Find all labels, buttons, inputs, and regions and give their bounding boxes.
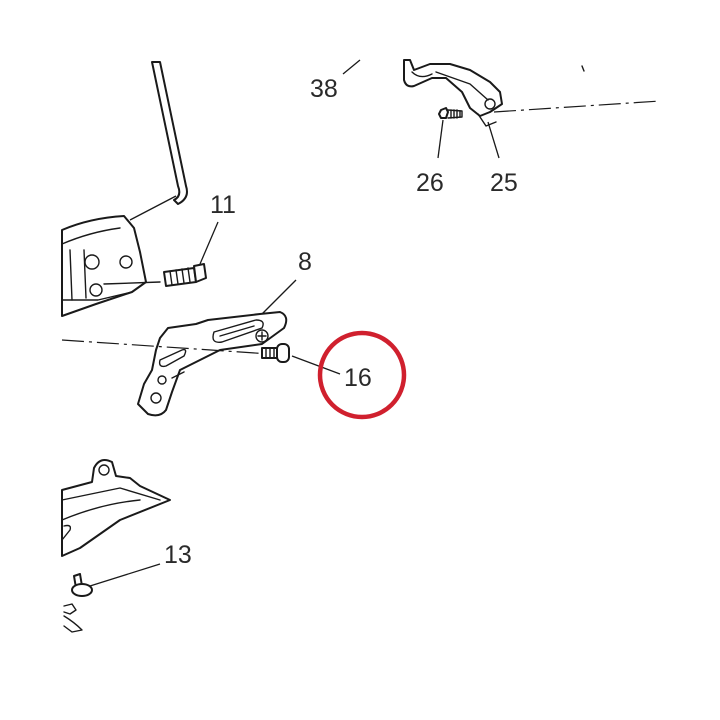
part-11-screw xyxy=(163,263,207,287)
callout-16: 16 xyxy=(344,364,372,392)
leader-26 xyxy=(437,119,444,159)
callout-26: 26 xyxy=(416,169,444,197)
part-25-bracket xyxy=(403,59,503,127)
callout-25: 25 xyxy=(490,169,518,197)
callout-8: 8 xyxy=(298,248,312,276)
edge-mark xyxy=(581,65,585,72)
leader-16 xyxy=(291,355,341,375)
callout-13: 13 xyxy=(164,541,192,569)
part-16-screw xyxy=(261,343,290,363)
highlight-circle xyxy=(317,330,407,420)
centerline-top xyxy=(493,100,661,113)
part-13-screw xyxy=(71,573,93,597)
leader-25 xyxy=(487,121,500,159)
part-26-bolt xyxy=(438,107,463,119)
leader-cable xyxy=(129,195,177,221)
leader-13 xyxy=(89,563,161,587)
leader-11 xyxy=(199,221,219,265)
callout-38: 38 xyxy=(310,75,338,103)
clip-outline xyxy=(63,603,83,633)
part-8-bracket xyxy=(137,311,288,417)
lower-panel xyxy=(61,459,171,557)
leader-8 xyxy=(261,279,297,315)
leader-38 xyxy=(342,59,361,75)
callout-11: 11 xyxy=(210,191,236,219)
cable-and-clamp-assembly xyxy=(61,61,188,317)
